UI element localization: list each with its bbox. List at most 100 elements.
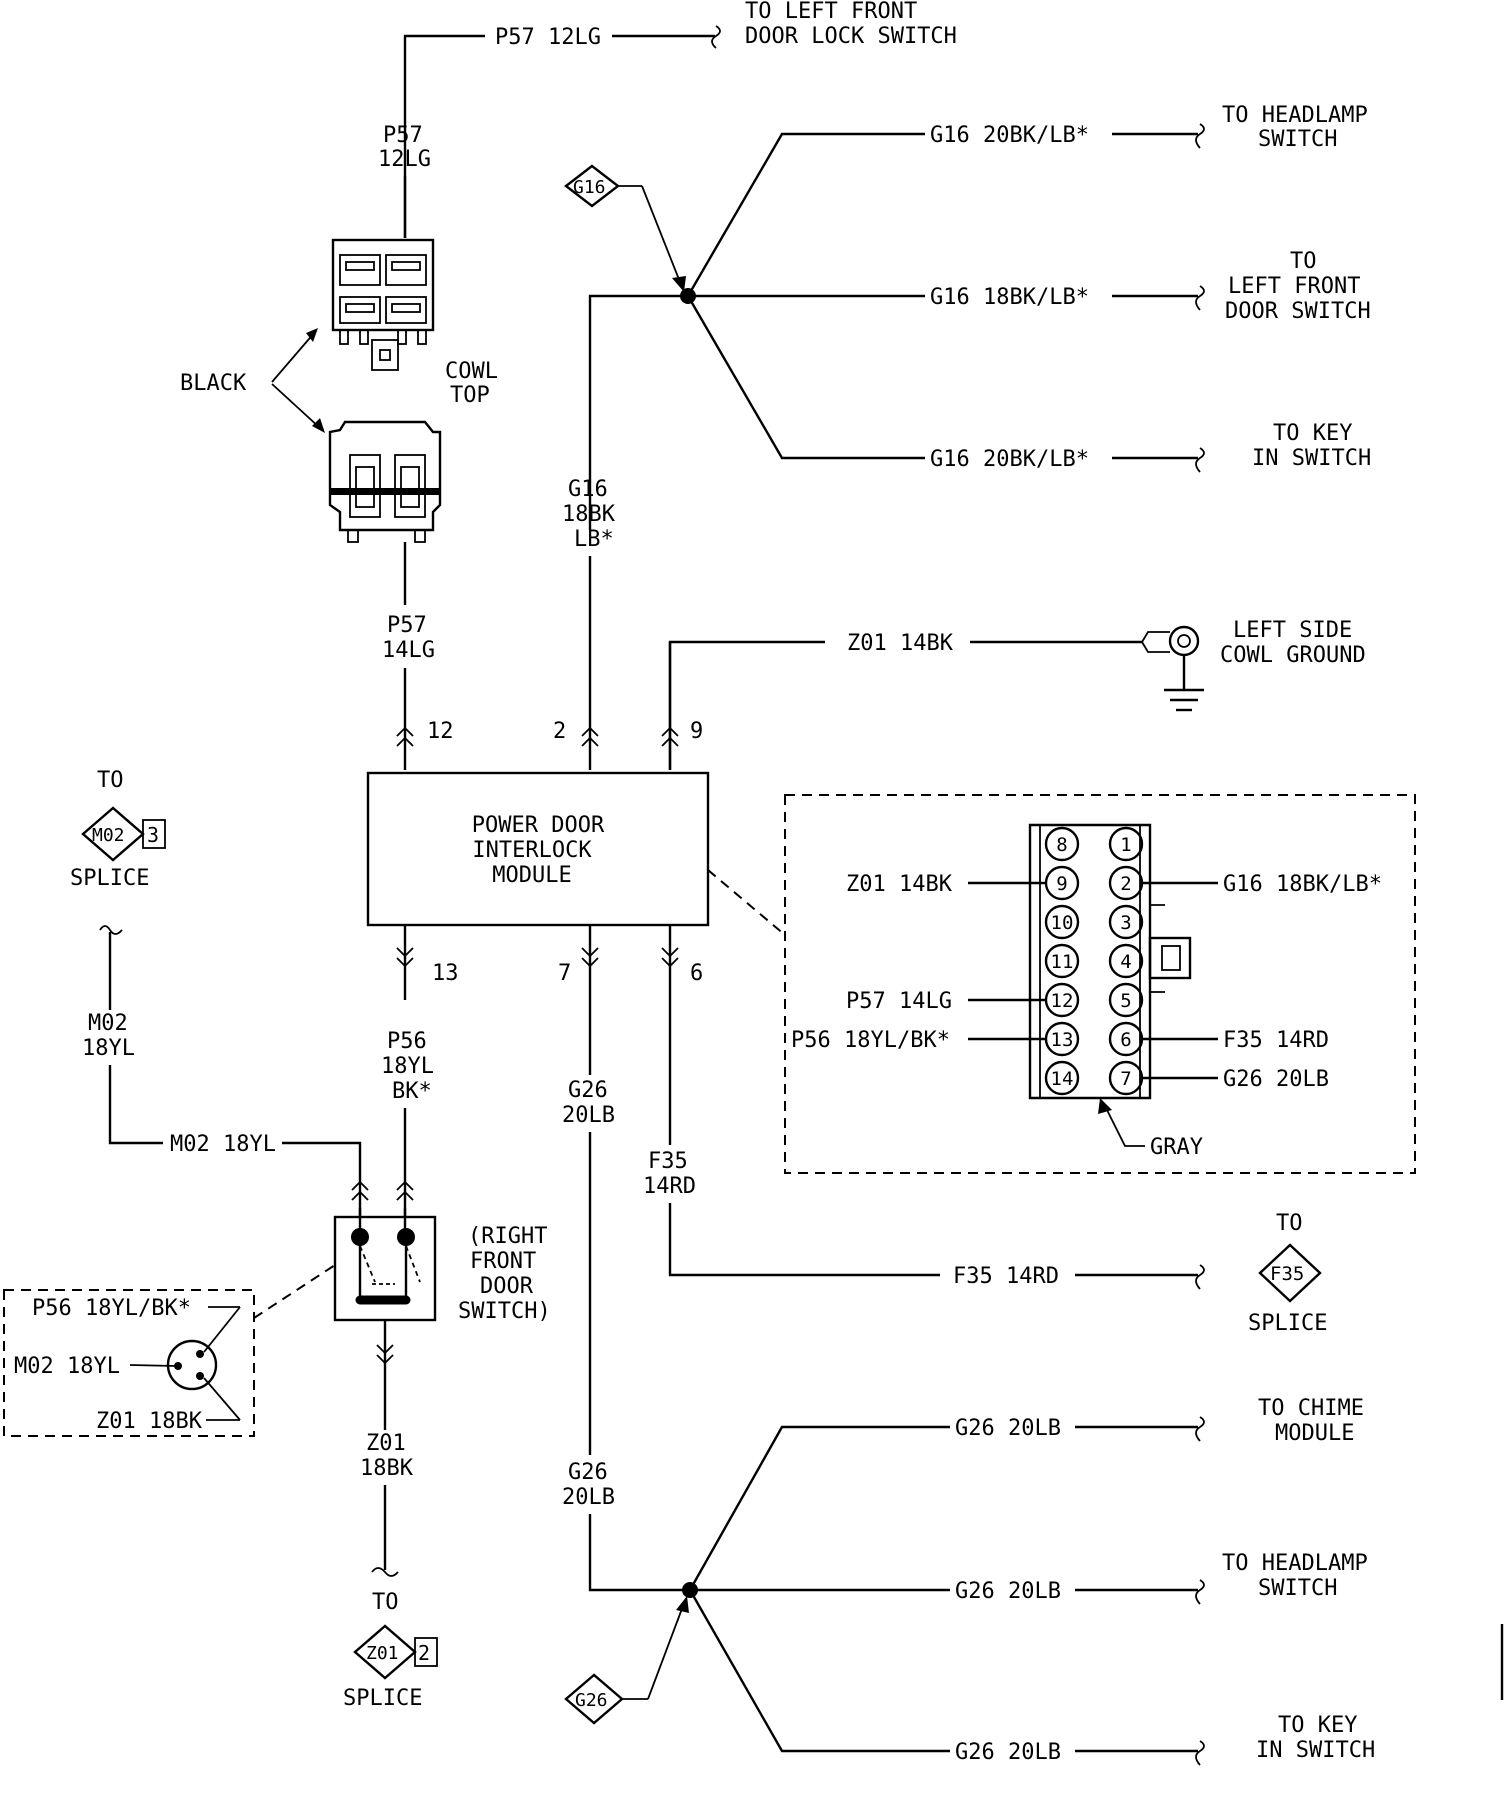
ground-terminal <box>1140 631 1170 653</box>
g26-splice-label: G26 <box>575 1690 608 1711</box>
dest-headlamp-2: SWITCH <box>1258 127 1337 152</box>
conn-f35-label: F35 14RD <box>1223 1028 1329 1053</box>
p56-v2: 18YL <box>381 1054 434 1079</box>
gray-connector <box>1028 823 1152 1100</box>
g16-v3: LB* <box>574 527 614 552</box>
inset-z01-label: Z01 18BK <box>96 1409 203 1434</box>
dest-left-front-lock-2: DOOR LOCK SWITCH <box>745 24 957 49</box>
z01-splice-text: SPLICE <box>343 1686 422 1711</box>
g26-splice-diamond <box>564 1673 624 1725</box>
pin-6-label: 6 <box>690 961 703 986</box>
module-connector-inset <box>784 794 1416 1174</box>
dest-key-1: TO KEY <box>1273 421 1352 446</box>
module-line-2: INTERLOCK <box>472 838 592 863</box>
m02-splice-text: SPLICE <box>70 866 149 891</box>
door-switch-connector-inset <box>3 1289 255 1437</box>
g26-low-2: 20LB <box>562 1485 615 1510</box>
conn-pin-12: 12 <box>1051 990 1074 1012</box>
f35-h-label: F35 14RD <box>953 1264 1059 1289</box>
ground-ring <box>1168 625 1200 657</box>
dest-key2-1: TO KEY <box>1278 1713 1357 1738</box>
conn-pin-3: 3 <box>1120 912 1131 934</box>
f35-to: TO <box>1276 1211 1303 1236</box>
pin-7-label: 7 <box>558 961 571 986</box>
conn-pin-14: 14 <box>1051 1068 1074 1090</box>
m02-splice-diamond <box>81 806 145 862</box>
conn-pin-11: 11 <box>1051 951 1074 973</box>
conn-pin-7: 7 <box>1120 1068 1131 1090</box>
z01-splice-diamond <box>353 1624 417 1680</box>
g26-b-label: G26 20LB <box>955 1579 1061 1604</box>
m02-h-label: M02 18YL <box>170 1132 276 1157</box>
z01-label: Z01 14BK <box>847 631 954 656</box>
z01-v1: Z01 <box>366 1431 406 1456</box>
dest-chime-1: TO CHIME <box>1258 1396 1364 1421</box>
conn-pin-6: 6 <box>1120 1029 1131 1051</box>
z01-splice-label: Z01 <box>366 1643 399 1664</box>
m02-splice-num: 3 <box>147 823 159 847</box>
door-switch-l2: FRONT <box>470 1249 536 1274</box>
conn-pin-1: 1 <box>1120 834 1131 856</box>
conn-g16-label: G16 18BK/LB* <box>1223 872 1382 897</box>
f35-splice-label: F35 <box>1270 1263 1304 1285</box>
door-switch-l4: SWITCH) <box>458 1299 551 1324</box>
dest-headlamp2-1: TO HEADLAMP <box>1222 1551 1368 1576</box>
conn-g26-label: G26 20LB <box>1223 1067 1329 1092</box>
conn-pin-9: 9 <box>1056 873 1067 895</box>
f35-v2: 14RD <box>643 1174 696 1199</box>
dest-lf-door-1: TO <box>1290 249 1317 274</box>
g26-c-label: G26 20LB <box>955 1740 1061 1765</box>
z01-to: TO <box>372 1590 399 1615</box>
m02-v2: 18YL <box>82 1036 135 1061</box>
conn-pin-2: 2 <box>1120 873 1131 895</box>
g26-v1: G26 <box>568 1078 608 1103</box>
z01-v2: 18BK <box>360 1456 414 1481</box>
p57-low-1: P57 <box>387 613 427 638</box>
dest-headlamp2-2: SWITCH <box>1258 1576 1337 1601</box>
m02-splice-label: M02 <box>92 825 125 846</box>
dest-ground-1: LEFT SIDE <box>1233 618 1352 643</box>
dest-headlamp-1: TO HEADLAMP <box>1222 103 1368 128</box>
right-front-door-switch[interactable] <box>333 1215 437 1322</box>
p57-v2: 12LG <box>378 147 431 172</box>
module-line-3: MODULE <box>492 863 571 888</box>
p57-wire-top <box>403 34 485 238</box>
power-door-interlock-module <box>366 771 710 927</box>
door-switch-l1: (RIGHT <box>468 1224 547 1249</box>
conn-pin-10: 10 <box>1051 912 1074 934</box>
pin-9-label: 9 <box>690 719 703 744</box>
conn-pin-4: 4 <box>1120 951 1131 973</box>
g16-v2: 18BK <box>562 502 616 527</box>
inset-p56-label: P56 18YL/BK* <box>32 1296 191 1321</box>
g16-top-label: G16 20BK/LB* <box>930 123 1089 148</box>
conn-pin-8: 8 <box>1056 834 1067 856</box>
z01-splice-num: 2 <box>418 1641 430 1665</box>
conn-pin-5: 5 <box>1120 990 1131 1012</box>
g16-mid-label: G16 18BK/LB* <box>930 285 1089 310</box>
f35-splice-text: SPLICE <box>1248 1311 1327 1336</box>
p57-v1: P57 <box>383 123 423 148</box>
p57-top-label: P57 12LG <box>495 25 601 50</box>
g16-v1: G16 <box>568 477 608 502</box>
f35-splice-diamond <box>1258 1243 1322 1303</box>
cowl-label-1: COWL <box>445 359 498 384</box>
conn-p57-label: P57 14LG <box>846 989 952 1014</box>
dest-key-2: IN SWITCH <box>1252 446 1371 471</box>
g26-low-1: G26 <box>568 1460 608 1485</box>
g26-a-label: G26 20LB <box>955 1416 1061 1441</box>
inset-m02-label: M02 18YL <box>14 1354 120 1379</box>
conn-gray-label: GRAY <box>1150 1135 1203 1160</box>
f35-v1: F35 <box>648 1149 688 1174</box>
pin-12-label: 12 <box>427 719 454 744</box>
conn-pin-13: 13 <box>1051 1029 1074 1051</box>
dest-lf-door-3: DOOR SWITCH <box>1225 299 1371 324</box>
p56-v3: BK* <box>392 1079 432 1104</box>
pin-13-label: 13 <box>432 961 459 986</box>
dest-ground-2: COWL GROUND <box>1220 643 1366 668</box>
conn-z01-label: Z01 14BK <box>846 872 953 897</box>
module-line-1: POWER DOOR <box>472 813 605 838</box>
g16-splice-label: G16 <box>573 177 606 198</box>
p56-v1: P56 <box>387 1029 427 1054</box>
dest-chime-2: MODULE <box>1275 1421 1354 1446</box>
